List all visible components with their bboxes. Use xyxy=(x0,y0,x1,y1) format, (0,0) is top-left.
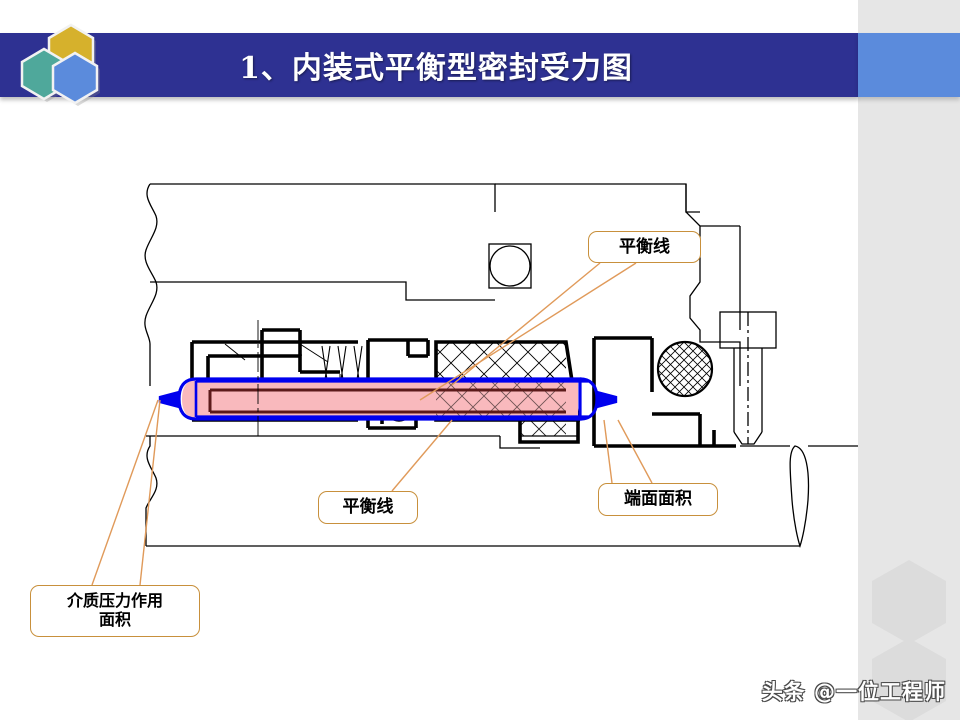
bolt xyxy=(719,311,777,445)
title-banner xyxy=(0,33,858,97)
right-side-strip xyxy=(858,0,960,720)
page-title: 1、内装式平衡型密封受力图 xyxy=(239,51,633,86)
strip-watermark-hexagons xyxy=(872,560,946,720)
watermark-text: 头条 @一位工程师 xyxy=(761,680,946,704)
hexagon-cluster-logo xyxy=(20,23,100,106)
callout-end-face-area[interactable]: 端面面积 xyxy=(598,483,718,516)
callout-balance-line-bottom[interactable]: 平衡线 xyxy=(318,491,418,524)
pressure-area-capsule xyxy=(158,377,618,421)
callout-media-pressure-area[interactable]: 介质压力作用 面积 xyxy=(30,585,200,637)
leader-lines xyxy=(91,262,653,586)
callout-balance-line-top[interactable]: 平衡线 xyxy=(588,231,701,263)
right-o-ring xyxy=(656,340,714,398)
right-gland-body xyxy=(592,336,736,448)
banner-accent-block xyxy=(858,33,960,97)
blue-hexagon xyxy=(51,51,99,105)
